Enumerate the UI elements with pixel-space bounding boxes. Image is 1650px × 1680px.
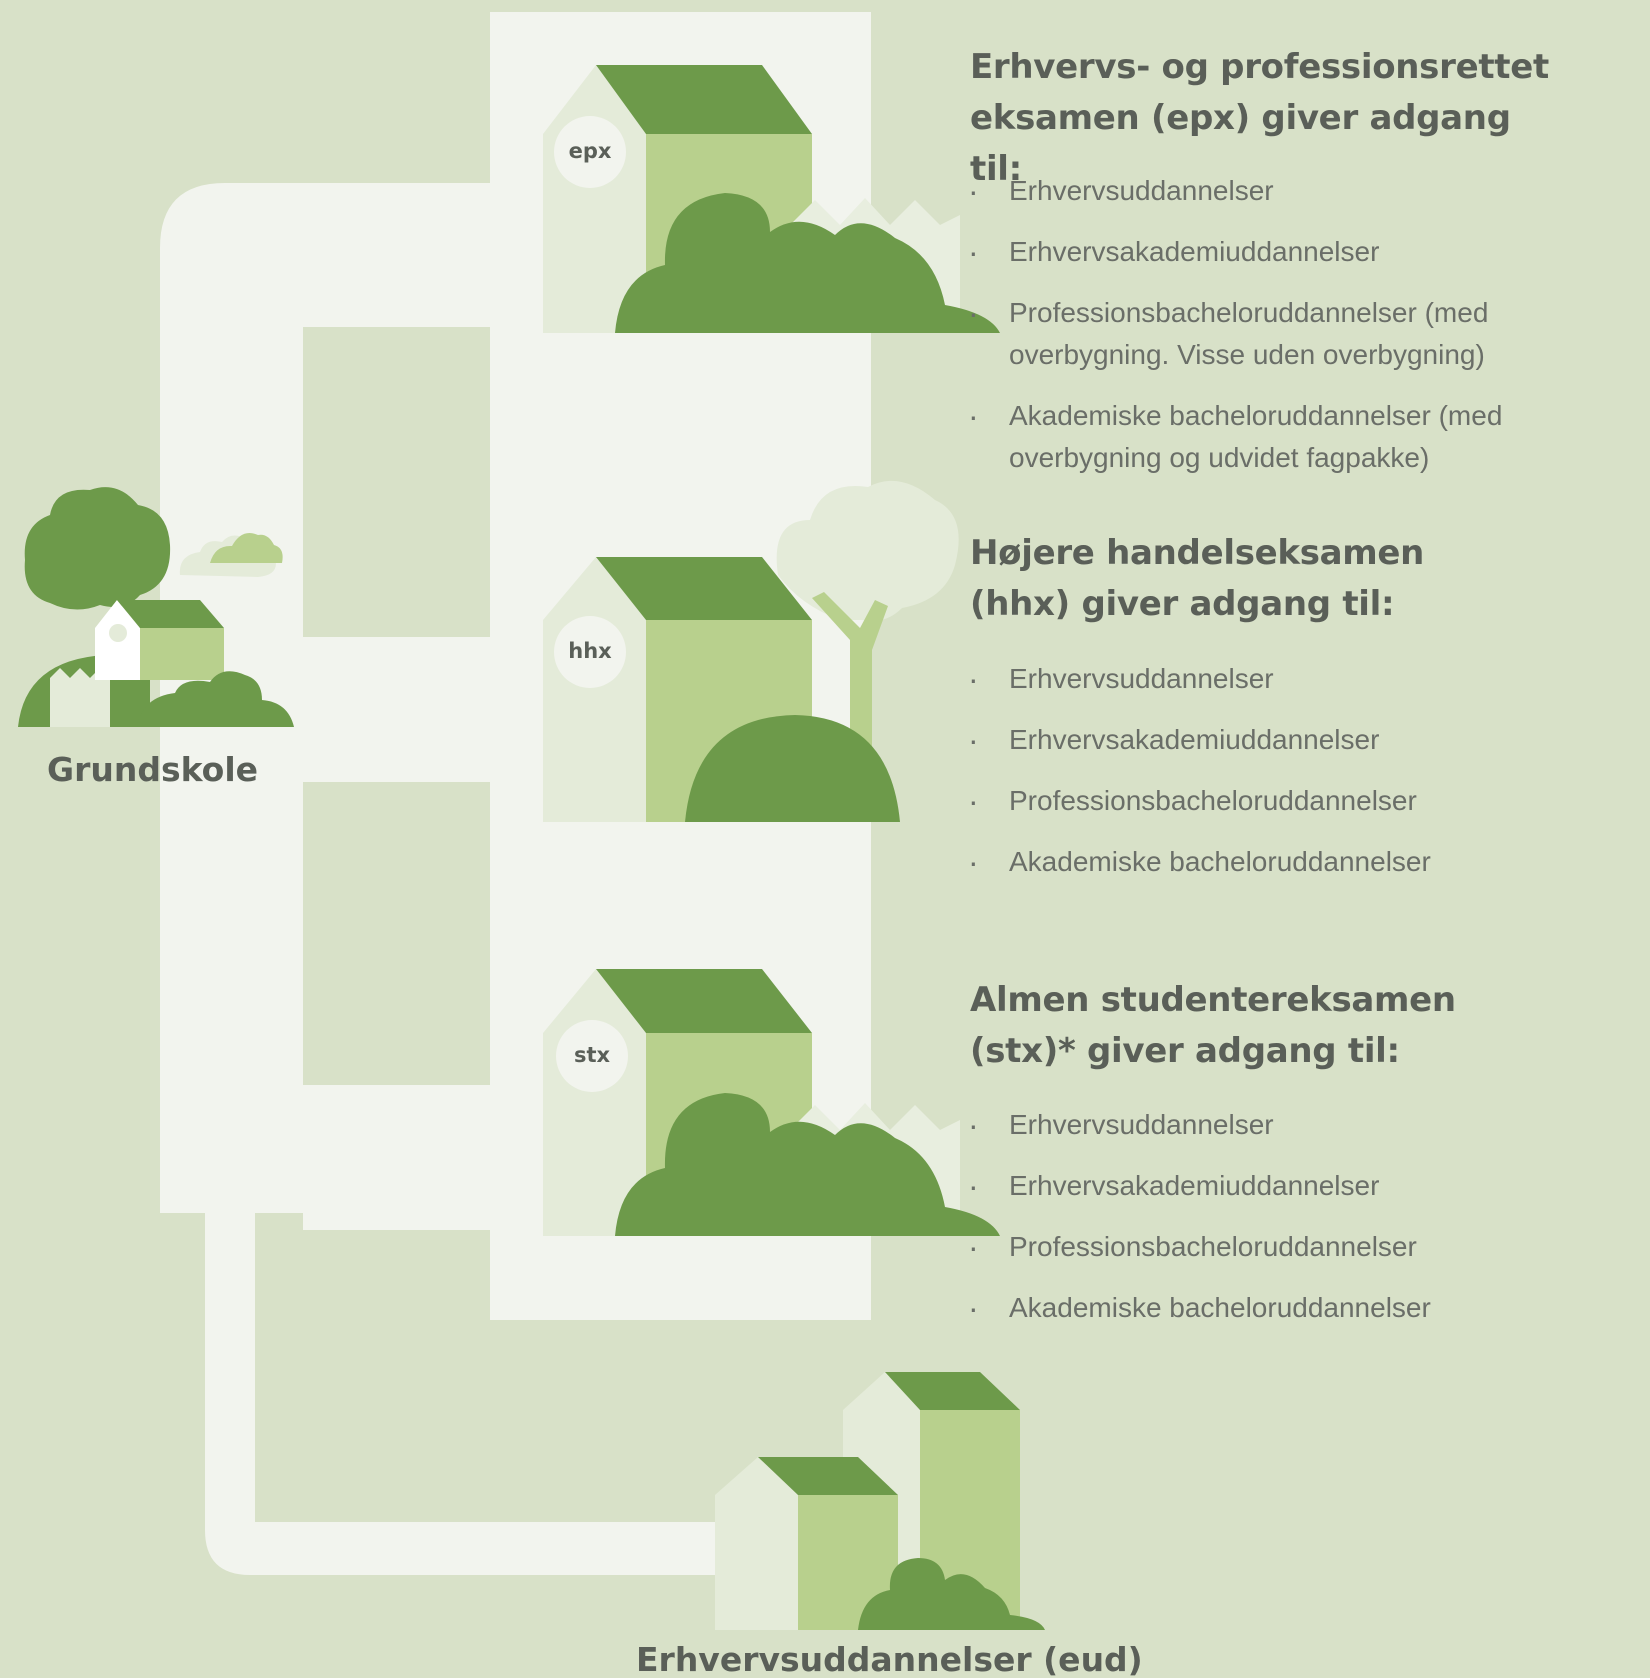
list-item: Akademiske bacheloruddannelser [968,1287,1650,1329]
list-item: Erhvervsuddannelser [968,658,1650,700]
epx-access-list: Erhvervsuddannelser Erhvervsakademiuddan… [968,170,1650,498]
hhx-badge-icon [554,616,626,688]
stx-access-list: Erhvervsuddannelser Erhvervsakademiuddan… [968,1104,1650,1348]
twin-buildings-icon [715,1372,1045,1630]
list-item: Erhvervsakademiuddannelser [968,231,1650,273]
school-house-with-tree-icon [18,487,294,727]
stx-badge-label: stx [573,1043,611,1067]
list-item: Akademiske bacheloruddannelser (med over… [968,395,1650,479]
stx-house-icon [543,969,1000,1236]
hhx-access-list: Erhvervsuddannelser Erhvervsakademiuddan… [968,658,1650,902]
epx-badge-label: epx [568,139,612,163]
epx-heading: Erhvervs- og professionsrettet eksamen (… [970,47,1549,189]
cloud-icon [210,533,283,563]
list-item: Akademiske bacheloruddannelser [968,841,1650,883]
eud-path [205,1213,720,1575]
tree-crown-icon [24,487,171,610]
list-item: Professionsbacheloruddannelser [968,1226,1650,1268]
branch-epx-hhx [303,637,490,782]
list-item: Erhvervsakademiuddannelser [968,1165,1650,1207]
epx-badge-icon [554,116,626,188]
bush-icon [858,1558,1045,1630]
bush-icon [615,193,1000,333]
stx-badge-icon [556,1020,628,1092]
list-item: Erhvervsuddannelser [968,1104,1650,1146]
round-bush-icon [685,715,900,822]
bush-icon [137,671,294,727]
hhx-house-icon [543,480,959,822]
trunk-path [160,183,490,1213]
hhx-heading: Højere handelseksamen (hhx) giver adgang… [970,533,1425,624]
grundskole-label: Grundskole [47,750,259,789]
list-item: Professionsbacheloruddannelser (med over… [968,292,1650,376]
list-item: Professionsbacheloruddannelser [968,780,1650,822]
bush-icon [615,1093,1000,1236]
list-item: Erhvervsuddannelser [968,170,1650,212]
eud-label: Erhvervsuddannelser (eud) [636,1640,1143,1679]
branch-stx [303,1085,490,1230]
epx-house-icon [543,65,1000,333]
hhx-badge-label: hhx [568,639,612,663]
pale-tree-icon [776,480,959,622]
list-item: Erhvervsakademiuddannelser [968,719,1650,761]
stx-heading: Almen studentereksamen (stx)* giver adga… [970,980,1456,1071]
